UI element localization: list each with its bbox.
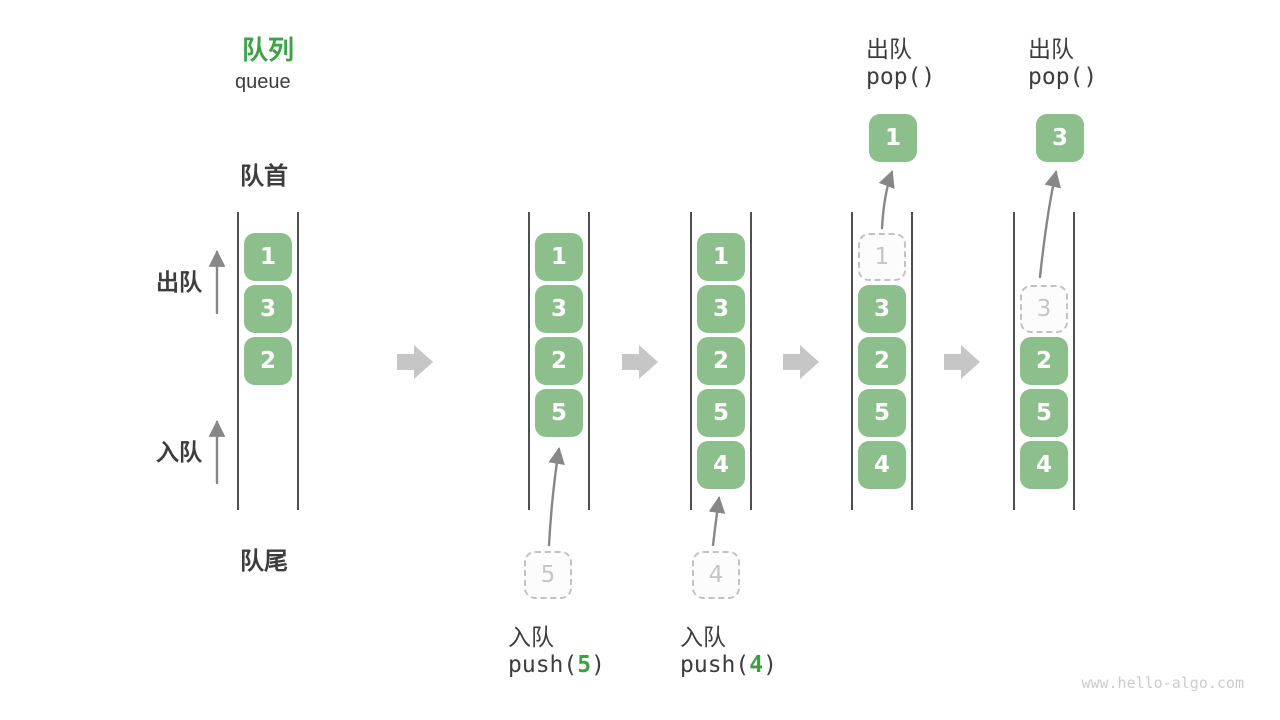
- queue-item: 1: [697, 233, 745, 281]
- queue-container-line: [1013, 212, 1015, 510]
- queue-container-line: [237, 212, 239, 510]
- queue-item: 5: [858, 389, 906, 437]
- code-fn-close: ): [591, 652, 605, 678]
- watermark: www.hello-algo.com: [1081, 674, 1244, 692]
- queue-item: 3: [697, 285, 745, 333]
- queue-container-line: [690, 212, 692, 510]
- queue-item: 4: [697, 441, 745, 489]
- state-transition-arrow-icon: [397, 345, 433, 379]
- op-dequeue-label: 出队: [866, 36, 912, 62]
- queue-item: 2: [697, 337, 745, 385]
- code-fn: push(: [508, 652, 578, 678]
- queue-item: 3: [535, 285, 583, 333]
- code-arg: 4: [749, 652, 764, 678]
- removed-item-placeholder: 1: [858, 233, 906, 281]
- queue-item: 2: [1020, 337, 1068, 385]
- code-fn: push(: [680, 652, 750, 678]
- queue-rear-label: 队尾: [240, 548, 288, 575]
- queue-item: 5: [535, 389, 583, 437]
- enqueue-arrow-icon: [708, 496, 726, 547]
- op-dequeue-code: pop(): [866, 64, 936, 90]
- op-dequeue-label: 出队: [1028, 36, 1074, 62]
- queue-item: 5: [1020, 389, 1068, 437]
- queue-container-line: [1073, 212, 1075, 510]
- op-enqueue-label: 入队: [508, 624, 554, 650]
- op-dequeue-code: pop(): [1028, 64, 1098, 90]
- queue-item: 5: [697, 389, 745, 437]
- popped-item: 1: [869, 114, 917, 162]
- code-arg: 5: [577, 652, 592, 678]
- queue-container-line: [911, 212, 913, 510]
- queue-item: 4: [1020, 441, 1068, 489]
- queue-item: 1: [535, 233, 583, 281]
- popped-item: 3: [1036, 114, 1084, 162]
- op-enqueue-code: push(5): [508, 652, 605, 678]
- incoming-item-placeholder: 5: [524, 551, 572, 599]
- dequeue-direction-label: 出队: [156, 269, 202, 295]
- op-enqueue-label: 入队: [680, 624, 726, 650]
- dequeue-arrow-icon: [878, 170, 895, 230]
- state-transition-arrow-icon: [783, 345, 819, 379]
- queue-container-line: [750, 212, 752, 510]
- enqueue-direction-label: 入队: [156, 439, 202, 465]
- queue-container-line: [588, 212, 590, 510]
- code-fn-close: ): [763, 652, 777, 678]
- queue-item: 1: [244, 233, 292, 281]
- dequeue-arrow-icon: [1038, 170, 1061, 279]
- diagram-title-en: queue: [235, 71, 291, 93]
- queue-item: 2: [535, 337, 583, 385]
- enqueue-arrow-icon: [547, 447, 565, 547]
- queue-front-label: 队首: [240, 163, 288, 190]
- op-enqueue-code: push(4): [680, 652, 777, 678]
- queue-container-line: [297, 212, 299, 510]
- incoming-item-placeholder: 4: [692, 551, 740, 599]
- diagram-title-zh: 队列: [242, 35, 295, 65]
- queue-container-line: [851, 212, 853, 510]
- queue-item: 2: [244, 337, 292, 385]
- removed-item-placeholder: 3: [1020, 285, 1068, 333]
- queue-container-line: [528, 212, 530, 510]
- queue-item: 4: [858, 441, 906, 489]
- state-transition-arrow-icon: [622, 345, 658, 379]
- queue-item: 2: [858, 337, 906, 385]
- queue-item: 3: [244, 285, 292, 333]
- state-transition-arrow-icon: [944, 345, 980, 379]
- queue-item: 3: [858, 285, 906, 333]
